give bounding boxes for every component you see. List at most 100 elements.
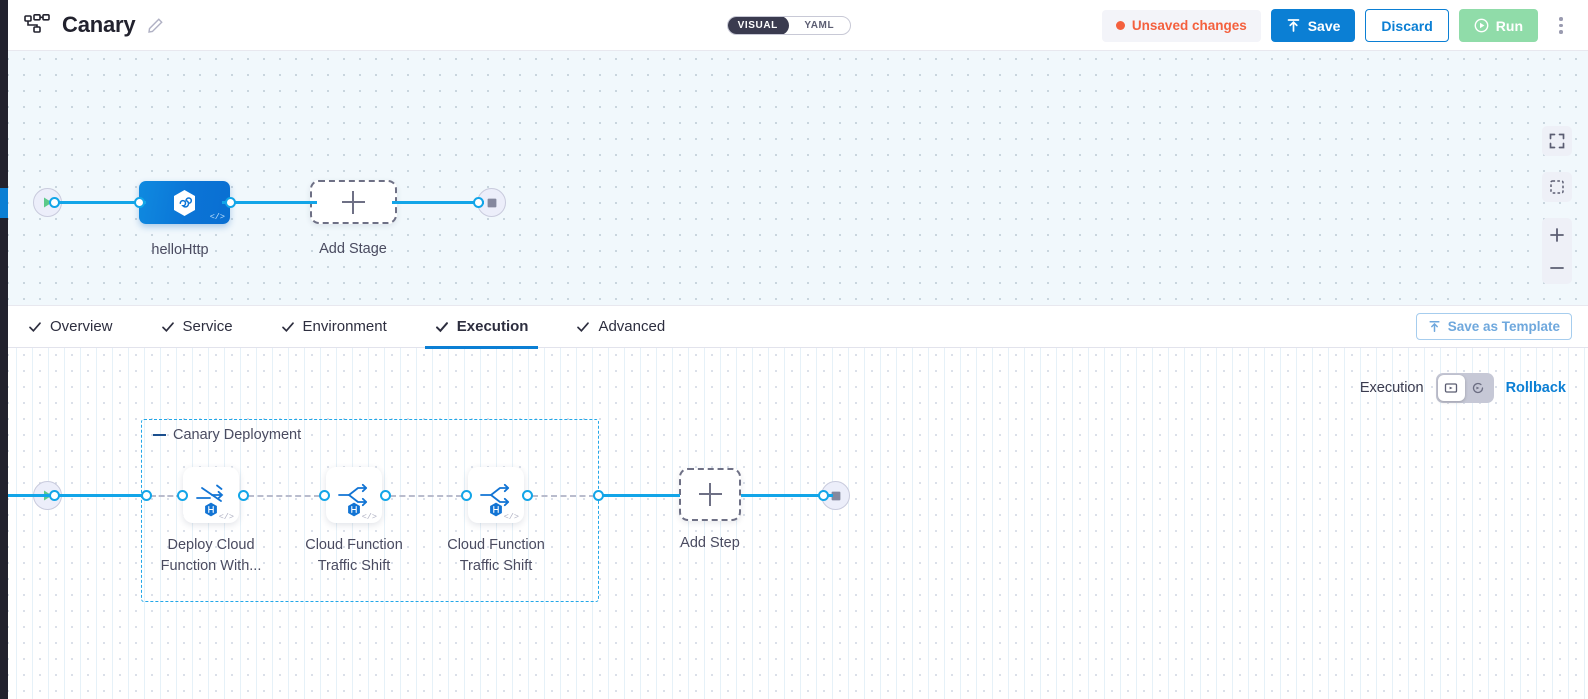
edge-start-to-group bbox=[54, 494, 146, 497]
save-button[interactable]: Save bbox=[1270, 9, 1356, 42]
step-code-tag: </> bbox=[361, 512, 377, 522]
step-group-canary-deployment[interactable] bbox=[141, 419, 599, 602]
tab-service[interactable]: Service bbox=[137, 306, 257, 348]
run-play-icon bbox=[1474, 18, 1489, 33]
tab-advanced[interactable]: Advanced bbox=[552, 306, 689, 348]
rollback-steps-icon[interactable] bbox=[1465, 375, 1492, 401]
harness-badge-icon bbox=[489, 502, 504, 517]
play-triangle-icon bbox=[43, 197, 52, 208]
add-step-label: Add Step bbox=[680, 535, 740, 551]
tab-environment[interactable]: Environment bbox=[257, 306, 411, 348]
tab-label: Overview bbox=[50, 318, 113, 335]
zoom-out-icon[interactable] bbox=[1542, 251, 1572, 284]
add-stage-label: Add Stage bbox=[319, 241, 387, 257]
page-title: Canary bbox=[62, 12, 136, 37]
port-hellohttp-out[interactable] bbox=[225, 197, 236, 208]
harness-badge-icon bbox=[204, 502, 219, 517]
toggle-visual[interactable]: VISUAL bbox=[728, 17, 789, 34]
deploy-function-icon bbox=[196, 484, 224, 502]
unsaved-dot-icon bbox=[1115, 21, 1125, 30]
port-step3-in[interactable] bbox=[461, 490, 472, 501]
check-icon bbox=[281, 321, 294, 332]
stage-node-hellohttp[interactable]: </> bbox=[139, 181, 230, 224]
zoom-in-icon[interactable] bbox=[1542, 218, 1572, 251]
execution-rollback-toggle[interactable] bbox=[1435, 373, 1494, 403]
tab-overview[interactable]: Overview bbox=[0, 306, 137, 348]
step-code-tag: </> bbox=[503, 512, 519, 522]
port-end-in[interactable] bbox=[473, 197, 484, 208]
kebab-menu-icon[interactable] bbox=[1548, 10, 1574, 42]
fit-screen-button[interactable] bbox=[1542, 126, 1572, 156]
check-icon bbox=[435, 321, 448, 332]
step-node-deploy-cloud-function[interactable]: </> bbox=[183, 467, 239, 523]
visual-yaml-toggle[interactable]: VISUAL YAML bbox=[727, 16, 851, 35]
add-step-button[interactable] bbox=[679, 468, 741, 521]
execution-canvas[interactable]: Canary Deployment </> Deploy Clo bbox=[0, 347, 1588, 699]
edge-hellohttp-to-addstage bbox=[222, 201, 317, 204]
save-as-template-button[interactable]: Save as Template bbox=[1415, 313, 1572, 340]
check-icon bbox=[161, 321, 174, 332]
pipeline-graph-icon bbox=[24, 14, 50, 36]
port-step2-in[interactable] bbox=[319, 490, 330, 501]
zoom-controls[interactable] bbox=[1542, 218, 1572, 284]
add-stage-button[interactable] bbox=[310, 180, 397, 224]
stop-square-icon bbox=[831, 491, 840, 500]
save-as-template-label: Save as Template bbox=[1447, 319, 1560, 334]
tab-label: Service bbox=[182, 318, 233, 335]
save-template-upload-icon bbox=[1429, 321, 1440, 332]
port-exec-start-out[interactable] bbox=[49, 490, 60, 501]
stage-label-hellohttp: helloHttp bbox=[151, 242, 209, 258]
discard-button[interactable]: Discard bbox=[1365, 9, 1449, 42]
step-label-2: Cloud Function Traffic Shift bbox=[305, 537, 403, 574]
step-node-traffic-shift-2[interactable]: </> bbox=[468, 467, 524, 523]
edit-pencil-icon[interactable] bbox=[147, 17, 164, 34]
port-start-out[interactable] bbox=[49, 197, 60, 208]
select-area-icon[interactable] bbox=[1542, 172, 1572, 202]
stage-code-tag: </> bbox=[209, 212, 225, 222]
edge-group-to-addstep bbox=[598, 494, 680, 497]
edge-addstep-to-end bbox=[741, 494, 833, 497]
tab-execution[interactable]: Execution bbox=[411, 306, 553, 349]
stop-square-icon bbox=[487, 198, 496, 207]
left-rail-accent bbox=[0, 188, 8, 218]
unsaved-changes-badge: Unsaved changes bbox=[1101, 9, 1261, 42]
step-code-tag: </> bbox=[218, 512, 234, 522]
step-group-header[interactable]: Canary Deployment bbox=[153, 427, 301, 443]
port-step1-in[interactable] bbox=[177, 490, 188, 501]
step-label-1: Deploy Cloud Function With... bbox=[160, 537, 262, 574]
edge-dash-2-3 bbox=[390, 495, 462, 497]
run-button[interactable]: Run bbox=[1458, 9, 1538, 42]
port-group-out[interactable] bbox=[593, 490, 604, 501]
port-hellohttp-in[interactable] bbox=[134, 197, 145, 208]
port-step3-out[interactable] bbox=[522, 490, 533, 501]
port-group-in[interactable] bbox=[141, 490, 152, 501]
harness-badge-icon bbox=[347, 502, 362, 517]
header-left-group: Canary bbox=[0, 12, 164, 38]
execution-steps-icon[interactable] bbox=[1437, 375, 1465, 401]
stage-canvas[interactable]: </> helloHttp Add Stage bbox=[0, 51, 1588, 309]
port-step1-out[interactable] bbox=[238, 490, 249, 501]
execution-label: Execution bbox=[1359, 380, 1424, 396]
fit-screen-icon[interactable] bbox=[1542, 126, 1572, 156]
plus-icon bbox=[342, 190, 365, 214]
traffic-shift-icon bbox=[338, 483, 368, 507]
edge-dash-1-2 bbox=[248, 495, 320, 497]
traffic-shift-icon bbox=[480, 483, 510, 507]
step-node-traffic-shift-1[interactable]: </> bbox=[326, 467, 382, 523]
port-exec-end-in[interactable] bbox=[818, 490, 829, 501]
deployment-hex-icon bbox=[174, 189, 195, 216]
rollback-link[interactable]: Rollback bbox=[1505, 380, 1566, 396]
edge-canvas-left bbox=[0, 494, 54, 497]
discard-button-label: Discard bbox=[1381, 17, 1433, 34]
left-nav-rail bbox=[0, 0, 8, 699]
execution-mode-bar: Execution Rollback bbox=[1360, 373, 1566, 403]
save-upload-icon bbox=[1286, 18, 1301, 33]
pipeline-end-node[interactable] bbox=[477, 188, 506, 217]
check-icon bbox=[577, 321, 590, 332]
check-icon bbox=[29, 321, 41, 332]
collapse-dash-icon[interactable] bbox=[153, 433, 166, 437]
select-area-button[interactable] bbox=[1542, 172, 1572, 202]
toggle-yaml[interactable]: YAML bbox=[804, 20, 835, 31]
port-step2-out[interactable] bbox=[380, 490, 391, 501]
tab-label: Advanced bbox=[598, 318, 666, 335]
